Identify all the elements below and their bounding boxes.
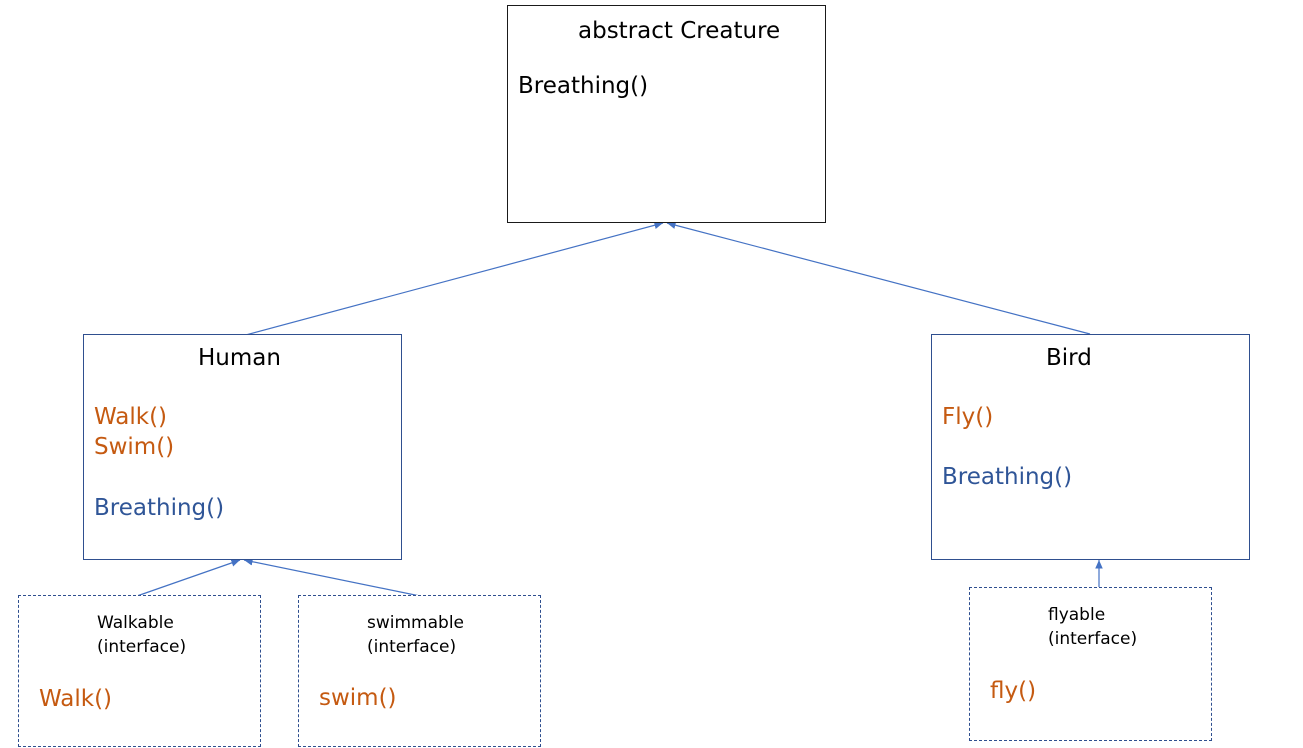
human-method-walk: Walk(): [94, 404, 168, 430]
edge-human-to-creature: [241, 221, 664, 337]
walkable-interface-kind: (interface): [97, 637, 187, 657]
human-class-box: Human Walk() Swim() Breathing(): [83, 334, 402, 560]
edge-bird-to-creature: [666, 221, 1091, 335]
edge-walkable-to-human: [136, 559, 241, 597]
flyable-interface-name: flyable: [1048, 605, 1106, 625]
swimmable-interface-kind: (interface): [367, 637, 457, 657]
creature-class-title: abstract Creature: [578, 18, 781, 44]
walkable-interface-box: Walkable (interface) Walk(): [18, 595, 261, 747]
swimmable-method-swim: swim(): [319, 685, 397, 711]
bird-method-fly: Fly(): [942, 404, 994, 430]
flyable-interface-kind: (interface): [1048, 629, 1138, 649]
creature-method-breathing: Breathing(): [518, 73, 649, 99]
walkable-method-walk: Walk(): [39, 686, 113, 712]
swimmable-interface-name: swimmable: [367, 613, 464, 633]
swimmable-interface-box: swimmable (interface) swim(): [298, 595, 541, 747]
bird-method-breathing: Breathing(): [942, 464, 1073, 490]
bird-class-title: Bird: [1046, 345, 1092, 371]
bird-class-box: Bird Fly() Breathing(): [931, 334, 1250, 560]
creature-class-box: abstract Creature Breathing(): [507, 5, 826, 223]
human-method-swim: Swim(): [94, 434, 175, 460]
flyable-interface-box: flyable (interface) fly(): [969, 587, 1212, 741]
human-method-breathing: Breathing(): [94, 495, 225, 521]
flyable-method-fly: fly(): [990, 678, 1037, 704]
walkable-interface-name: Walkable: [97, 613, 174, 633]
edge-swimmable-to-human: [243, 557, 421, 597]
human-class-title: Human: [198, 345, 281, 371]
